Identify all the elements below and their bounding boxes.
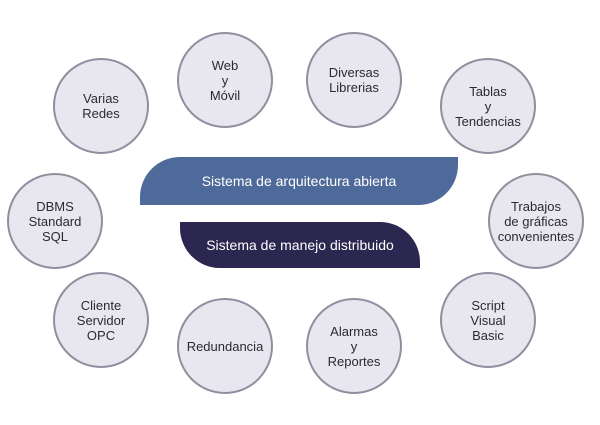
banner-label: Sistema de arquitectura abierta (201, 173, 397, 189)
node-tablas-tendencias: Tablas y Tendencias (440, 58, 536, 154)
node-line: y (350, 338, 358, 354)
node-varias-redes: Varias Redes (53, 58, 149, 154)
node-line: Servidor (76, 312, 126, 328)
node-web-movil: Web y Móvil (177, 32, 273, 128)
node-trabajos-graficas: Trabajos de gráficas convenientes (488, 173, 584, 269)
node-alarmas-reportes: Alarmas y Reportes (306, 298, 402, 394)
node-line: Tendencias (455, 113, 521, 129)
node-line: Redundancia (186, 338, 264, 354)
node-diversas-librerias: Diversas Librerias (306, 32, 402, 128)
node-line: SQL (41, 228, 68, 244)
node-script-visual-basic: Script Visual Basic (440, 272, 536, 368)
node-line: Script (471, 297, 505, 313)
banner-open-architecture: Sistema de arquitectura abierta (140, 157, 458, 205)
node-line: Reportes (327, 353, 381, 369)
banner-label: Sistema de manejo distribuido (206, 237, 394, 253)
node-redundancia: Redundancia (177, 298, 273, 394)
node-cliente-servidor-opc: Cliente Servidor OPC (53, 272, 149, 368)
node-line: DBMS (36, 198, 74, 214)
node-line: Librerias (329, 80, 379, 95)
banner-distributed-management: Sistema de manejo distribuido (180, 222, 420, 268)
node-line: Redes (82, 106, 120, 121)
node-line: Cliente (80, 297, 122, 313)
node-line: Web (211, 57, 239, 73)
node-line: Alarmas (330, 323, 378, 339)
node-line: Varias (83, 91, 119, 106)
node-line: OPC (86, 327, 116, 343)
node-line: convenientes (497, 228, 575, 244)
node-line: de gráficas (504, 213, 568, 229)
node-line: Móvil (209, 87, 241, 103)
node-line: Standard (28, 213, 82, 229)
node-line: Diversas (328, 65, 380, 80)
node-line: Basic (472, 327, 504, 343)
node-line: Tablas (469, 83, 507, 99)
node-line: y (221, 72, 229, 88)
node-line: Visual (470, 312, 506, 328)
node-line: y (484, 98, 492, 114)
node-line: Trabajos (510, 198, 562, 214)
node-dbms-standard-sql: DBMS Standard SQL (7, 173, 103, 269)
